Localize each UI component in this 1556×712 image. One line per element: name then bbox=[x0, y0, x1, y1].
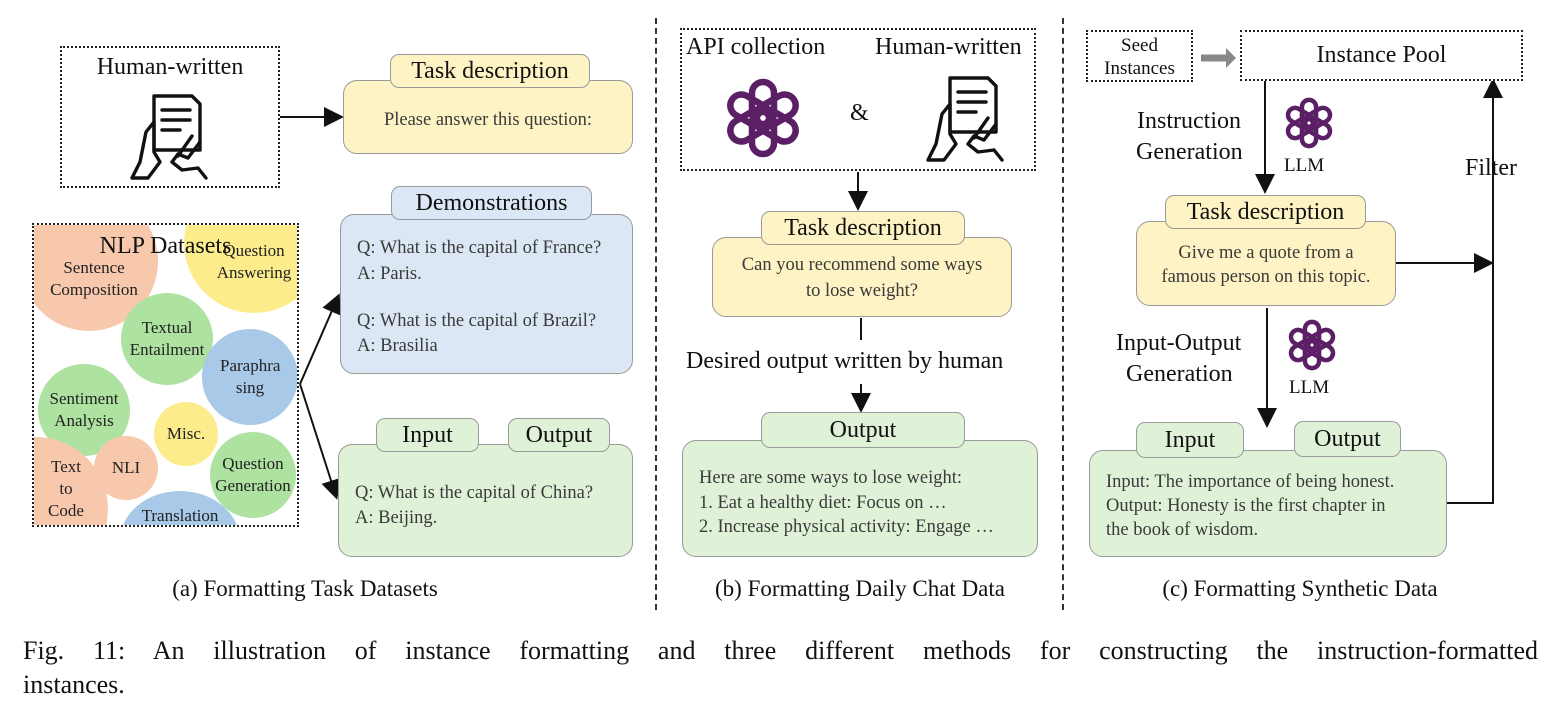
task-description-box-c: Give me a quote from a famous person on … bbox=[1136, 221, 1396, 306]
b-sources-box: API collection Human-written & bbox=[680, 28, 1036, 171]
separator-a-b bbox=[655, 18, 657, 610]
output-tab-c: Output bbox=[1294, 421, 1401, 457]
dataset-question-generation-label: Question Generation bbox=[215, 454, 291, 495]
task-description-text-c2: famous person on this topic. bbox=[1161, 267, 1371, 287]
output-tab-a: Output bbox=[508, 418, 610, 452]
dataset-translation-label: Translation bbox=[141, 506, 219, 525]
llm-label-1: LLM bbox=[1284, 155, 1325, 176]
instance-pool-box: Instance Pool bbox=[1240, 30, 1523, 81]
dataset-sentence-composition-label: Sentence Composition bbox=[50, 258, 138, 299]
seed-instances-label-2: Instances bbox=[1104, 58, 1175, 79]
dataset-nli-label: NLI bbox=[111, 458, 141, 477]
desired-output-label: Desired output written by human bbox=[686, 348, 1004, 374]
io-generation-label-2: Generation bbox=[1126, 361, 1233, 387]
task-description-text-c1: Give me a quote from a bbox=[1178, 243, 1354, 263]
openai-logo-icon bbox=[1285, 97, 1333, 149]
demo-a1: A: Paris. bbox=[357, 264, 422, 284]
demo-a2: A: Brasilia bbox=[357, 336, 438, 356]
filter-label: Filter bbox=[1465, 155, 1517, 181]
dataset-question-generation: Question Generation bbox=[210, 432, 296, 518]
dataset-misc: Misc. bbox=[154, 402, 218, 466]
output-line-b3: 2. Increase physical activity: Engage … bbox=[699, 517, 994, 537]
io-line-c2: Output: Honesty is the first chapter in bbox=[1106, 496, 1386, 516]
input-tab-c: Input bbox=[1136, 422, 1244, 458]
openai-logo-icon bbox=[727, 78, 799, 158]
task-description-tab-a: Task description bbox=[390, 54, 590, 88]
output-line-b1: Here are some ways to lose weight: bbox=[699, 468, 963, 488]
dataset-text-to-code-label: Text to Code bbox=[48, 457, 84, 520]
demo-q1: Q: What is the capital of France? bbox=[357, 238, 602, 258]
output-box-b: Here are some ways to lose weight: 1. Ea… bbox=[682, 440, 1038, 557]
output-tab-b: Output bbox=[761, 412, 965, 448]
dataset-textual-entailment-label: Textual Entailment bbox=[129, 318, 205, 359]
demonstrations-tab: Demonstrations bbox=[391, 186, 592, 220]
dataset-paraphrasing: Paraphra sing bbox=[202, 329, 297, 425]
caption-b: (b) Formatting Daily Chat Data bbox=[715, 576, 1005, 601]
task-description-box-a: Please answer this question: bbox=[343, 80, 633, 154]
instance-pool-label: Instance Pool bbox=[1316, 42, 1447, 68]
caption-c: (c) Formatting Synthetic Data bbox=[1162, 576, 1438, 601]
openai-logo-icon bbox=[1288, 319, 1336, 371]
task-description-tab-c: Task description bbox=[1165, 195, 1366, 229]
b-human-written-label: Human-written bbox=[875, 34, 1022, 60]
demo-q2: Q: What is the capital of Brazil? bbox=[357, 311, 597, 331]
figure-caption-line-1: Fig. 11: An illustration of instance for… bbox=[23, 636, 1538, 665]
caption-a: (a) Formatting Task Datasets bbox=[172, 576, 438, 601]
output-line-b2: 1. Eat a healthy diet: Focus on … bbox=[699, 493, 947, 513]
task-description-text-b2: to lose weight? bbox=[805, 281, 918, 301]
dataset-textual-entailment: Textual Entailment bbox=[121, 293, 213, 385]
seed-instances-label-1: Seed bbox=[1121, 35, 1158, 56]
separator-b-c bbox=[1062, 18, 1064, 610]
dataset-question-answering-label: Question Answering bbox=[216, 241, 292, 282]
api-collection-label: API collection bbox=[686, 34, 826, 60]
hand-writing-document-icon bbox=[926, 76, 1004, 162]
nlp-datasets-label: NLP Datasets bbox=[99, 233, 232, 259]
arrow-datasets-to-io bbox=[299, 383, 341, 500]
seed-instances-box: Seed Instances bbox=[1086, 30, 1193, 82]
task-description-box-b: Can you recommend some ways to lose weig… bbox=[712, 237, 1012, 317]
io-line-c1: Input: The importance of being honest. bbox=[1106, 472, 1395, 492]
ampersand: & bbox=[850, 100, 869, 126]
input-tab-a: Input bbox=[376, 418, 479, 452]
human-written-label: Human-written bbox=[96, 54, 244, 80]
arrow-seed-to-pool-head bbox=[1226, 48, 1236, 68]
nlp-datasets-box: Sentence Composition Question Answering … bbox=[32, 223, 299, 527]
human-written-box: Human-written bbox=[60, 46, 280, 188]
hand-writing-document-icon bbox=[130, 94, 208, 180]
task-description-text-a: Please answer this question: bbox=[383, 110, 593, 130]
input-output-box-a: Q: What is the capital of China? A: Beij… bbox=[338, 444, 633, 557]
io-generation-label-1: Input-Output bbox=[1116, 330, 1242, 356]
dataset-misc-label: Misc. bbox=[166, 424, 206, 443]
io-line-c3: the book of wisdom. bbox=[1106, 520, 1259, 540]
dataset-sentiment-analysis-label: Sentiment Analysis bbox=[49, 389, 119, 430]
io-question-a: Q: What is the capital of China? bbox=[355, 483, 594, 503]
demonstrations-box: Q: What is the capital of France? A: Par… bbox=[340, 214, 633, 374]
dataset-paraphrasing-label: Paraphra sing bbox=[220, 356, 281, 397]
arrow-io-filter-to-pool bbox=[1447, 78, 1503, 504]
input-output-box-c: Input: The importance of being honest. O… bbox=[1089, 450, 1447, 557]
llm-label-2: LLM bbox=[1289, 377, 1330, 398]
instruction-generation-label-1: Instruction bbox=[1137, 108, 1241, 134]
figure-caption-line-2: instances. bbox=[23, 670, 125, 699]
instruction-generation-label-2: Generation bbox=[1136, 139, 1243, 165]
dataset-nli: NLI bbox=[94, 436, 158, 500]
arrow-datasets-to-demos bbox=[299, 293, 341, 385]
task-description-tab-b: Task description bbox=[761, 211, 965, 245]
task-description-text-b1: Can you recommend some ways bbox=[741, 255, 983, 275]
io-answer-a: A: Beijing. bbox=[355, 508, 438, 528]
